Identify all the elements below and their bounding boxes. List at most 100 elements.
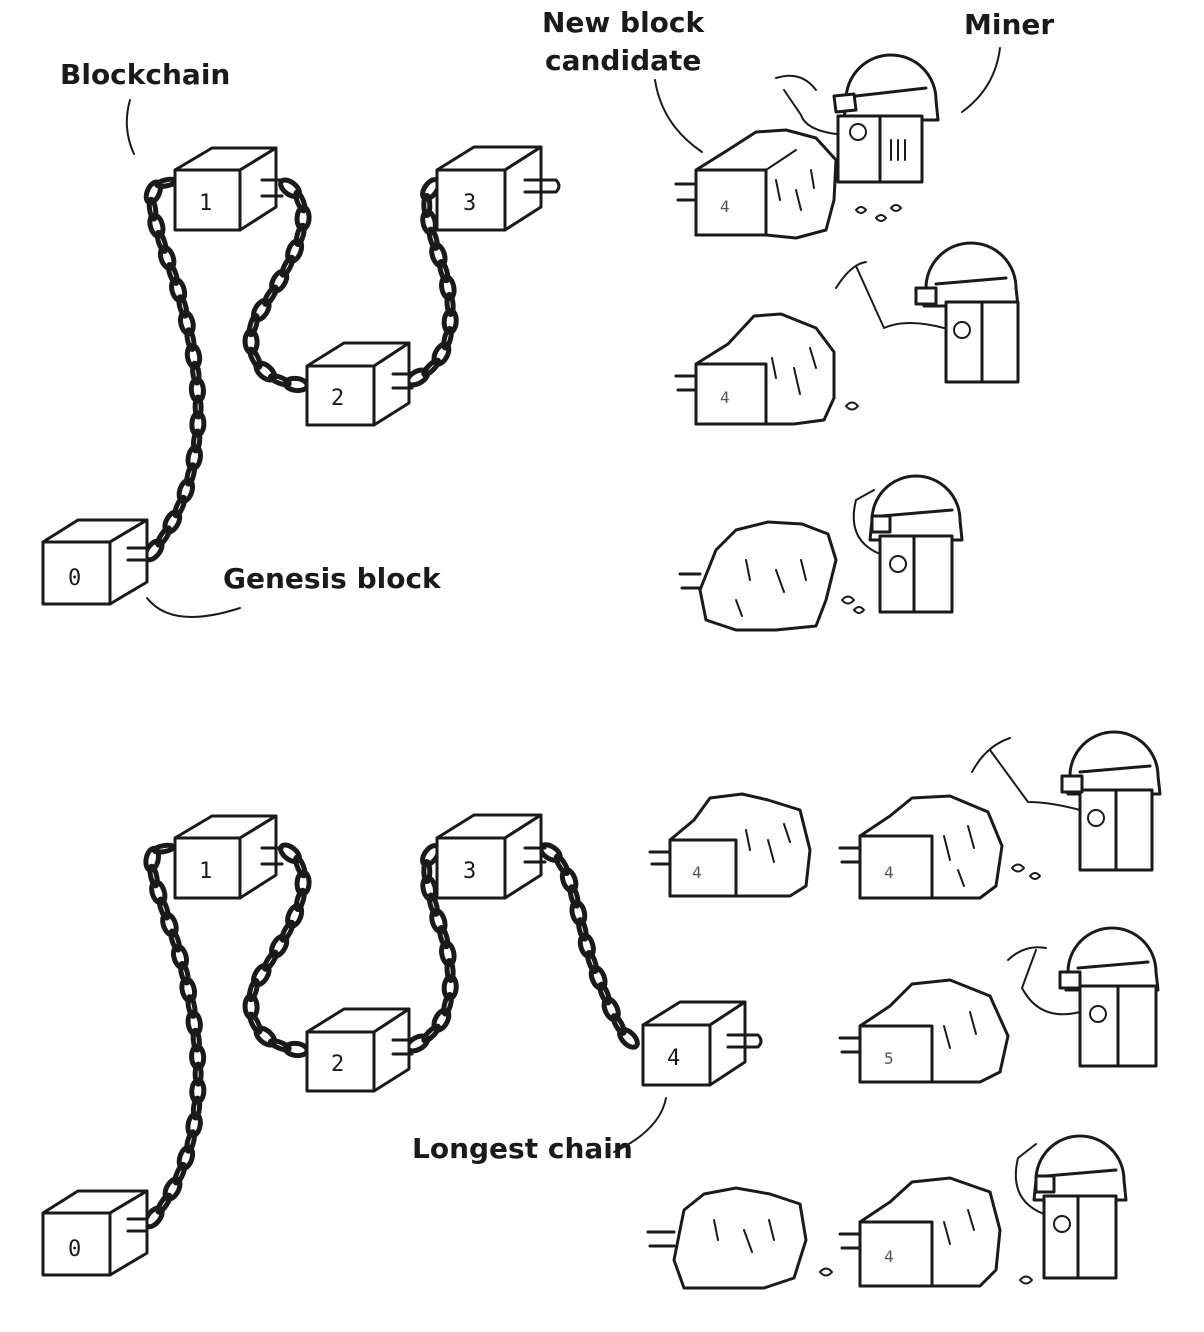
candidate-block [678,520,838,632]
candidate-block: 5 [838,978,1010,1084]
chain-link [156,896,171,921]
chain-link [168,928,182,953]
chain-link [185,994,198,1019]
block-2: 2 [305,341,414,427]
chain-b-2-3 [404,843,459,1054]
block-2-label: 2 [331,386,344,411]
candidate-block: 4 [674,312,836,426]
leader-miner [961,47,1001,113]
chain-link [184,327,197,352]
bottom-section: Longest chain 0 1 2 [41,730,1162,1290]
candidate-number: 4 [884,863,894,882]
mining-scene-b3: 4 [838,1134,1128,1288]
candidate-block: 4 [838,794,1004,900]
chain-link [246,312,260,338]
chain-link [151,842,177,855]
chain-link [293,222,307,248]
leader-genesis [146,597,241,618]
chain-link [279,919,296,943]
chain-link [190,1095,203,1121]
leader-new-block [654,79,703,153]
chain-link [576,917,589,942]
chain-link [421,859,433,885]
mining-scene-1: 4 [674,53,940,240]
chain-link [190,1027,202,1053]
candidate-block-b1: 4 [648,792,812,898]
chain-link [293,854,308,879]
chain-link [421,193,433,219]
block-b-2-label: 2 [331,1052,344,1077]
chain-link [426,226,440,251]
chain-link [246,977,260,1003]
block-b-0: 0 [41,1189,149,1277]
chain-b-3-4 [538,842,640,1050]
chain-link [262,949,279,972]
candidate-number: 4 [692,863,702,882]
chain-link [165,261,180,286]
chain-link [178,961,191,986]
chain-link [172,494,188,519]
chain-link [441,992,454,1017]
block-0-label: 0 [68,566,81,591]
miner [775,53,940,184]
label-new-block-line2: candidate [545,44,701,77]
block-1-label: 1 [199,191,212,216]
miner [971,730,1162,872]
block-b-4-label: 4 [667,1046,680,1071]
leader-blockchain [125,99,135,155]
block-3-label: 3 [463,191,476,216]
chain-link [247,346,263,370]
rock-debris [1019,1275,1033,1285]
block-0: 0 [41,518,149,606]
mining-scene-2: 4 [674,241,1020,426]
block-b-2: 2 [305,1007,414,1093]
chain-link [190,360,202,386]
chain-link [293,887,307,913]
chain-link [184,462,197,487]
leader-longest-chain [613,1097,667,1153]
label-blockchain: Blockchain [60,58,230,91]
block-b-0-label: 0 [68,1237,81,1262]
chain-link [262,284,279,307]
candidate-number: 4 [720,388,730,407]
candidate-block: 4 [674,128,838,240]
chain-link [146,196,159,222]
mining-scene-3 [678,474,964,632]
chain-link [192,394,204,420]
label-miner: Miner [964,8,1054,41]
block-3: 3 [435,145,561,232]
chain-link [155,525,173,548]
block-b-3-label: 3 [463,859,476,884]
rock-debris [1011,863,1041,880]
rock-debris [845,401,859,411]
block-b-1: 1 [173,814,284,900]
chain-link [553,853,571,877]
chain-b-0-1 [143,842,207,1230]
chain-link [176,294,190,319]
chain-0-1 [143,176,207,563]
miner [835,241,1020,384]
chain-1-2 [242,177,312,394]
chain-link [147,863,160,889]
miner [1014,1134,1128,1280]
label-new-block-line1: New block [542,6,706,39]
chain-link [172,1161,188,1186]
chain-link [437,925,451,950]
chain-link [610,1013,627,1036]
chain-link [267,1038,292,1053]
chain-link [279,254,296,278]
label-genesis-block: Genesis block [223,562,442,595]
block-1: 1 [173,146,284,232]
chain-link [192,1061,204,1087]
chain-link [267,373,292,388]
chain-link [426,892,440,917]
chain-link [597,981,612,1006]
block-b-3: 3 [435,813,547,900]
label-longest-chain: Longest chain [412,1132,633,1165]
chain-link [437,259,451,284]
candidate-number: 5 [884,1049,894,1068]
top-section: Blockchain New block candidate Miner Gen… [41,6,1054,632]
chain-link [585,950,599,974]
chain-link [190,428,203,454]
